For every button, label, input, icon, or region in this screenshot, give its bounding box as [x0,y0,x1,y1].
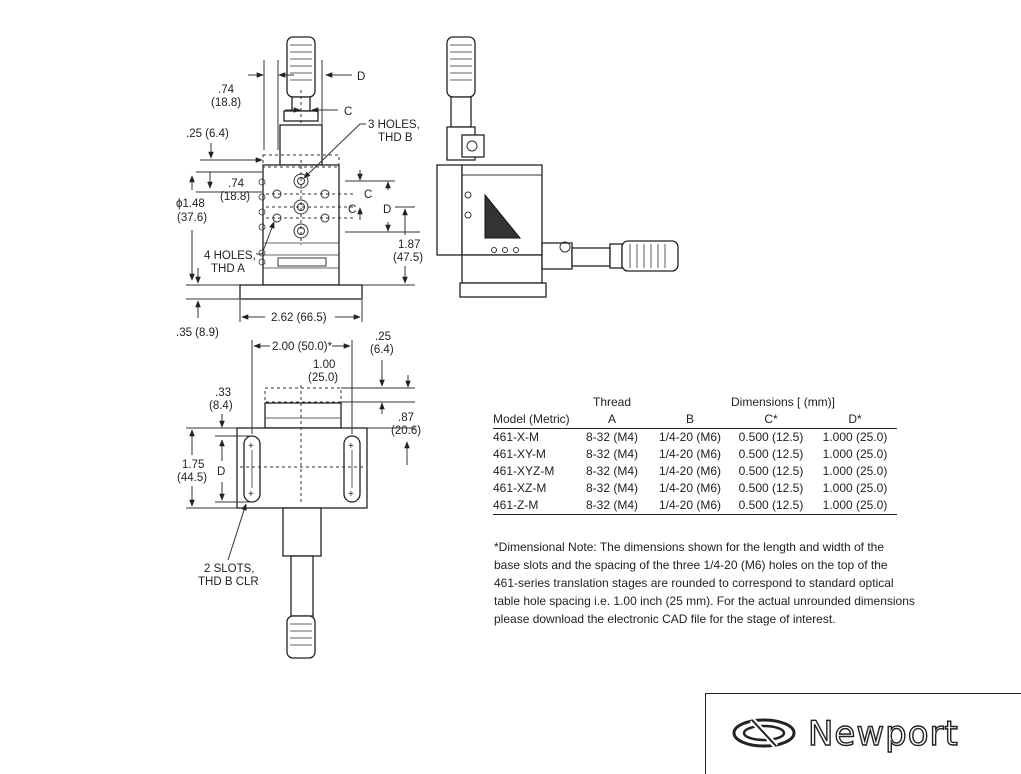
dim-label: (18.8) [220,191,250,203]
table-cell: 0.500 (12.5) [738,430,804,444]
dim-label: D [217,466,225,478]
dim-label: (25.0) [308,372,338,384]
dimensional-note: *Dimensional Note: The dimensions shown … [494,538,934,628]
table-cell: 0.500 (12.5) [738,481,804,495]
col-header: Model (Metric) [493,411,573,429]
table-row: 461-Z-M 8-32 (M4) 1/4-20 (M6) 0.500 (12.… [493,497,897,515]
callout-label: THD A [211,263,245,275]
dim-label: (37.6) [177,212,207,224]
table-row: 461-XY-M 8-32 (M4) 1/4-20 (M6) 0.500 (12… [493,446,897,463]
table-cell: 0.500 (12.5) [729,497,813,515]
dim-label: .74 [228,178,245,190]
header-thread: Thread [592,395,632,409]
dim-top-074 [248,60,352,150]
dim-label: (18.8) [211,97,241,109]
table-cell: 461-XYZ-M [493,464,555,478]
table-cell: 1.000 (25.0) [822,447,888,461]
front-view: .74 (18.8) D C .25 (6.4) 3 HOLES, THD B … [176,36,423,339]
dim-label: (8.4) [209,400,233,412]
col-header: C* [729,411,813,429]
col-header: B [651,411,729,429]
dim-label: .25 (6.4) [186,128,229,140]
base-plate [239,284,363,300]
dim-label: (44.5) [177,472,207,484]
dim-label: .87 [398,412,414,424]
stage-body [262,164,340,286]
table-cell: 461-Z-M [493,497,573,515]
col-header: A [573,411,651,429]
table-cell: 8-32 (M4) [585,464,638,478]
callout-label: 3 HOLES, [368,119,420,131]
dim-label: 1.75 [182,459,204,471]
table-row: 461-XZ-M 8-32 (M4) 1/4-20 (M6) 0.500 (12… [493,480,897,497]
dim-label: .25 [375,331,391,343]
table-cell: 8-32 (M4) [585,481,638,495]
dim-label: D [383,204,391,216]
dim-label: C [348,204,356,216]
svg-text:+: + [248,489,254,500]
svg-text:+: + [248,441,254,452]
svg-text:+: + [348,441,354,452]
table-cell: 1.000 (25.0) [813,497,897,515]
dim-label: .33 [215,387,231,399]
dim-label: D [357,71,365,83]
dim-label: .35 (8.9) [176,327,219,339]
table-cell: 8-32 (M4) [573,497,651,515]
table-cell: 1/4-20 (M6) [651,497,729,515]
table-row: 461-XYZ-M 8-32 (M4) 1/4-20 (M6) 0.500 (1… [493,463,897,480]
table-cell: 1/4-20 (M6) [658,464,722,478]
header-dimensions: Dimensions [ (mm)] [731,395,836,409]
newport-logo-icon: Newport [732,713,959,755]
brand-wordmark: Newport [808,714,959,754]
callout-label: 2 SLOTS, [204,563,255,575]
note-line: *Dimensional Note: The dimensions shown … [494,540,885,554]
col-header: D* [813,411,897,429]
note-line: please download the electronic CAD file … [494,612,836,626]
dim-label: (47.5) [393,252,423,264]
dim-label: .74 [218,84,235,96]
dim-label: C [344,106,352,118]
dim-label: 1.00 [313,359,335,371]
table-cell: 8-32 (M4) [585,447,638,461]
table-cell: 1/4-20 (M6) [658,481,722,495]
table-cell: 461-X-M [493,430,540,444]
dim-label: 1.87 [398,239,420,251]
callout-label: 4 HOLES, [204,250,256,262]
table-cell: 1.000 (25.0) [822,481,888,495]
table-cell: 8-32 (M4) [585,430,638,444]
callout-label: THD B CLR [198,576,259,588]
top-view: + + + + 2.00 (50.0)* .25 (6.4) 1.00 (25.0)… [177,331,421,659]
dim-label: (20.6) [391,425,421,437]
side-view [436,36,679,298]
specification-table: Thread Dimensions [ (mm)] Model (Metric)… [493,394,897,515]
note-line: 461-series translation stages are rounde… [494,576,894,590]
callout-label: THD B [378,132,413,144]
dim-label: ϕ1.48 [176,198,205,210]
table-cell: 461-XY-M [493,447,546,461]
table-cell: 0.500 (12.5) [738,464,804,478]
table-row: 461-X-M 8-32 (M4) 1/4-20 (M6) 0.500 (12.… [493,429,897,447]
logo-frame: Newport [705,693,1021,774]
table-cell: 1/4-20 (M6) [658,447,722,461]
dim-label: (6.4) [370,344,394,356]
table-cell: 0.500 (12.5) [738,447,804,461]
table-cell: 1/4-20 (M6) [658,430,722,444]
table-cell: 461-XZ-M [493,481,547,495]
dim-label: C [364,189,372,201]
table-cell: 1.000 (25.0) [822,464,888,478]
table-cell: 1.000 (25.0) [822,430,888,444]
note-line: base slots and the spacing of the three … [494,558,888,572]
dim-label: 2.62 (66.5) [271,312,327,324]
svg-text:+: + [348,489,354,500]
dim-label: 2.00 (50.0)* [272,341,333,353]
note-line: table hole spacing i.e. 1.00 inch (25 mm… [494,594,915,608]
micrometer-barrel [286,36,316,98]
